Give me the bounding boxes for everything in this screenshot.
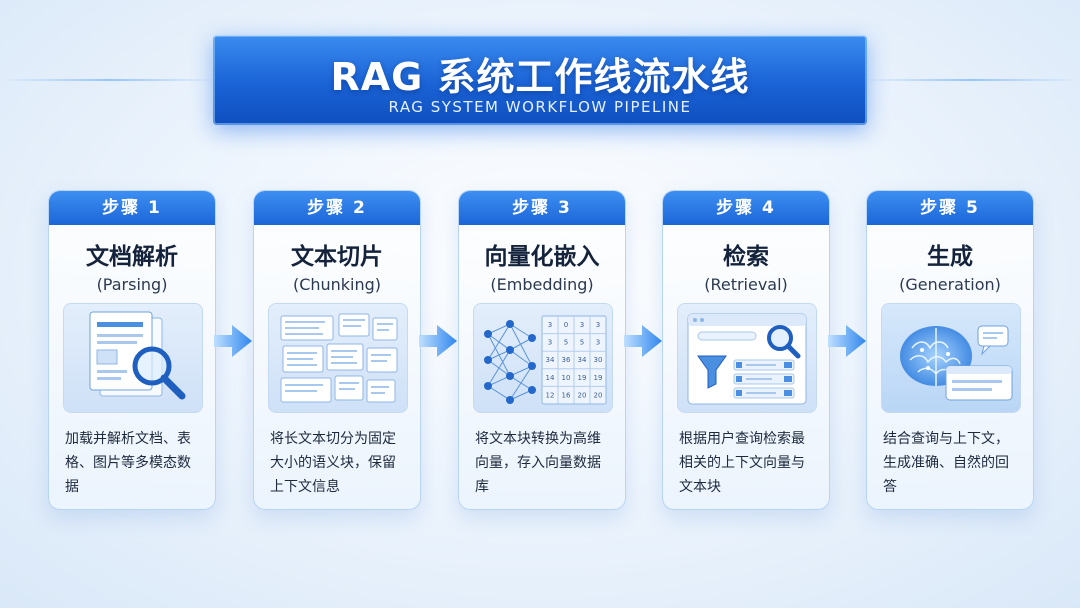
matrix-cell: 16 [562,391,571,399]
search-funnel-icon [677,303,817,413]
step-title-en: (Embedding) [490,275,594,294]
matrix-cell: 14 [546,374,555,382]
title-banner: RAG 系统工作线流水线 RAG SYSTEM WORKFLOW PIPELIN… [213,35,867,125]
arrow-right-icon [828,325,866,357]
text-chunks-icon [268,303,408,413]
step-title: 文档解析 [86,244,178,270]
page-subtitle: RAG SYSTEM WORKFLOW PIPELINE [388,98,692,116]
matrix-cell: 3 [596,321,600,329]
step-card-1: 步骤 1 文档解析 (Parsing) 加载并解析文档、表格、图片等多模态数据 [48,190,216,510]
page-title: RAG 系统工作线流水线 [330,55,750,99]
step-title: 向量化嵌入 [484,244,600,270]
matrix-cell: 20 [594,391,603,399]
step-card-3: 步骤 3 向量化嵌入 (Embedding) [458,190,626,510]
step-label: 步骤 1 [49,191,215,225]
glow-line-left [0,79,220,81]
step-title-en: (Retrieval) [704,275,788,294]
step-label: 步骤 3 [459,191,625,225]
matrix-cell: 36 [562,356,571,364]
matrix-cell: 0 [564,321,568,329]
matrix-cell: 3 [580,321,584,329]
matrix-cell: 19 [578,374,587,382]
matrix-cell: 30 [594,356,603,364]
step-card-2: 步骤 2 文本切片 (Chunking) [253,190,421,510]
step-description: 加载并解析文档、表格、图片等多模态数据 [65,431,191,495]
ai-brain-chat-icon [881,303,1021,413]
matrix-cell: 10 [562,374,571,382]
matrix-cell: 3 [596,339,600,347]
matrix-cell: 3 [548,321,552,329]
arrow-right-icon [624,325,662,357]
step-description: 将长文本切分为固定大小的语义块，保留上下文信息 [270,431,396,495]
matrix-cell: 5 [580,339,584,347]
matrix-cell: 3 [548,339,552,347]
step-description: 将文本块转换为高维向量，存入向量数据库 [475,431,601,495]
step-title: 检索 [723,244,769,270]
matrix-cell: 34 [578,356,587,364]
step-label: 步骤 4 [663,191,829,225]
arrow-right-icon [214,325,252,357]
matrix-cell: 20 [578,391,587,399]
document-magnifier-icon [63,303,203,413]
step-card-5: 步骤 5 生成 (Generation) [866,190,1034,510]
glow-line-right [860,79,1080,81]
step-title-en: (Generation) [899,275,1001,294]
step-card-4: 步骤 4 检索 (Retrieval) 根据用户查询检索最相关的上 [662,190,830,510]
step-description: 结合查询与上下文，生成准确、自然的回答 [883,431,1009,495]
matrix-cell: 34 [546,356,555,364]
step-title: 文本切片 [291,244,383,270]
matrix-cell: 5 [564,339,568,347]
step-label: 步骤 5 [867,191,1033,225]
step-title-en: (Parsing) [96,275,168,294]
arrow-right-icon [419,325,457,357]
step-label: 步骤 2 [254,191,420,225]
matrix-cell: 19 [594,374,603,382]
matrix-cell: 12 [546,391,555,399]
step-title: 生成 [927,244,973,270]
step-title-en: (Chunking) [292,275,382,294]
step-description: 根据用户查询检索最相关的上下文向量与文本块 [679,431,805,495]
